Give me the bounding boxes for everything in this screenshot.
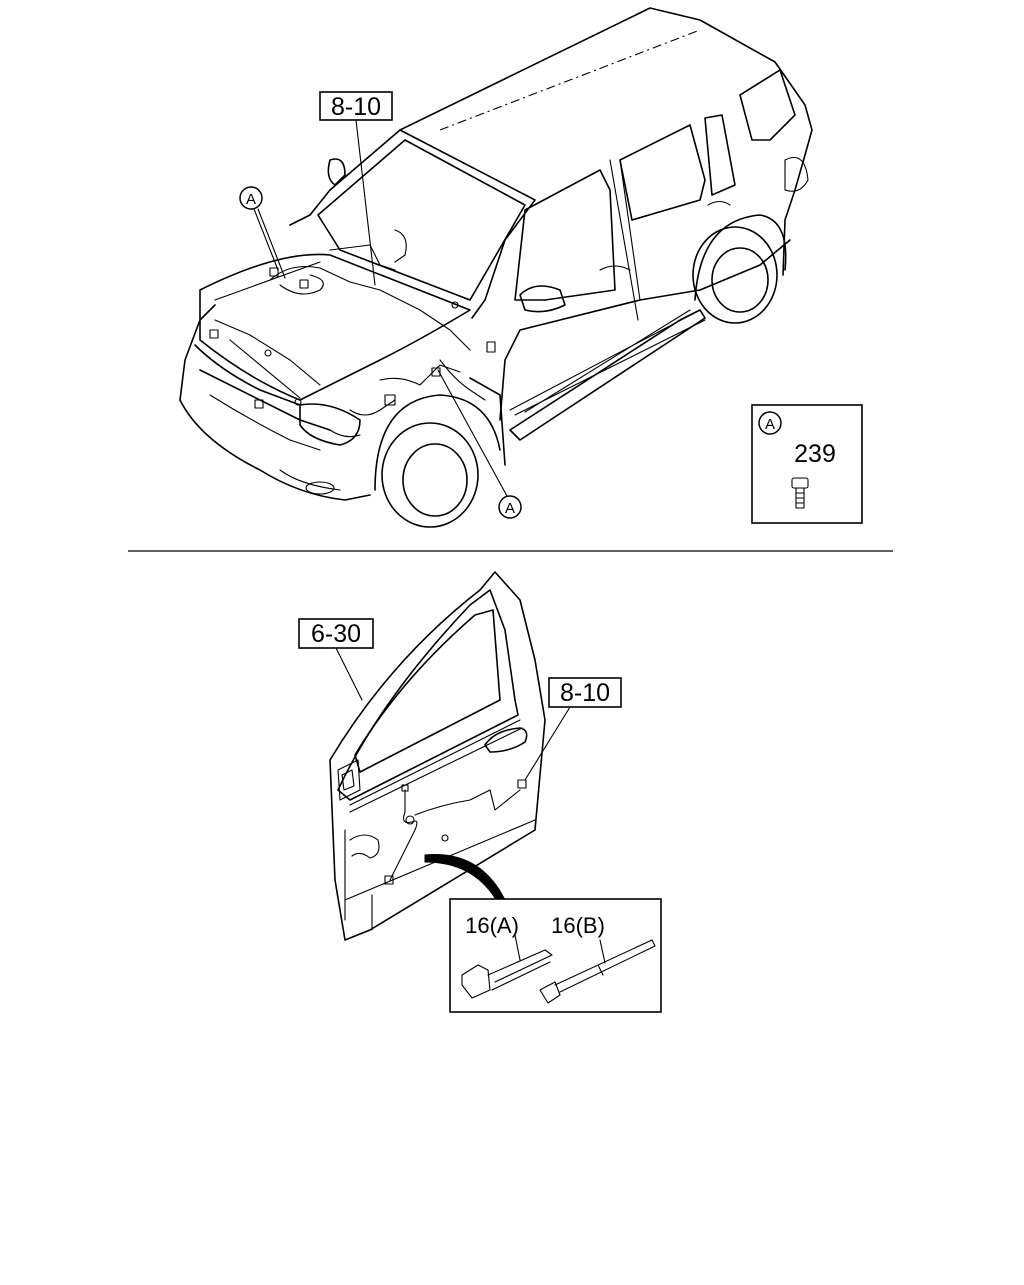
bolt-icon: [791, 477, 809, 509]
callout-label: 8-10: [560, 679, 610, 707]
clip-tie-icon: [461, 934, 553, 999]
cable-tie-icon: [539, 939, 656, 1004]
callout-door-6-30[interactable]: 6-30: [298, 618, 374, 701]
clip-marker-a-upper[interactable]: A: [239, 186, 286, 279]
clip-marker-a-lower[interactable]: A: [437, 369, 522, 519]
legend-part-number: 239: [794, 440, 836, 468]
marker-letter: A: [505, 500, 515, 517]
part-16b-label: 16(B): [551, 913, 605, 938]
legend-box-a: A 239: [751, 404, 863, 524]
detail-box-clips: 16(A) 16(B): [449, 898, 662, 1013]
callout-harness-8-10-top[interactable]: 8-10: [319, 91, 393, 286]
callout-harness-8-10-bottom[interactable]: 8-10: [524, 677, 622, 781]
legend-marker-letter: A: [765, 416, 775, 433]
door-illustration: [329, 571, 546, 941]
part-16a-label: 16(A): [465, 913, 519, 938]
callout-label: 6-30: [311, 620, 361, 648]
vehicle-illustration: [179, 7, 813, 528]
marker-letter: A: [246, 191, 256, 208]
callout-label: 8-10: [331, 93, 381, 121]
